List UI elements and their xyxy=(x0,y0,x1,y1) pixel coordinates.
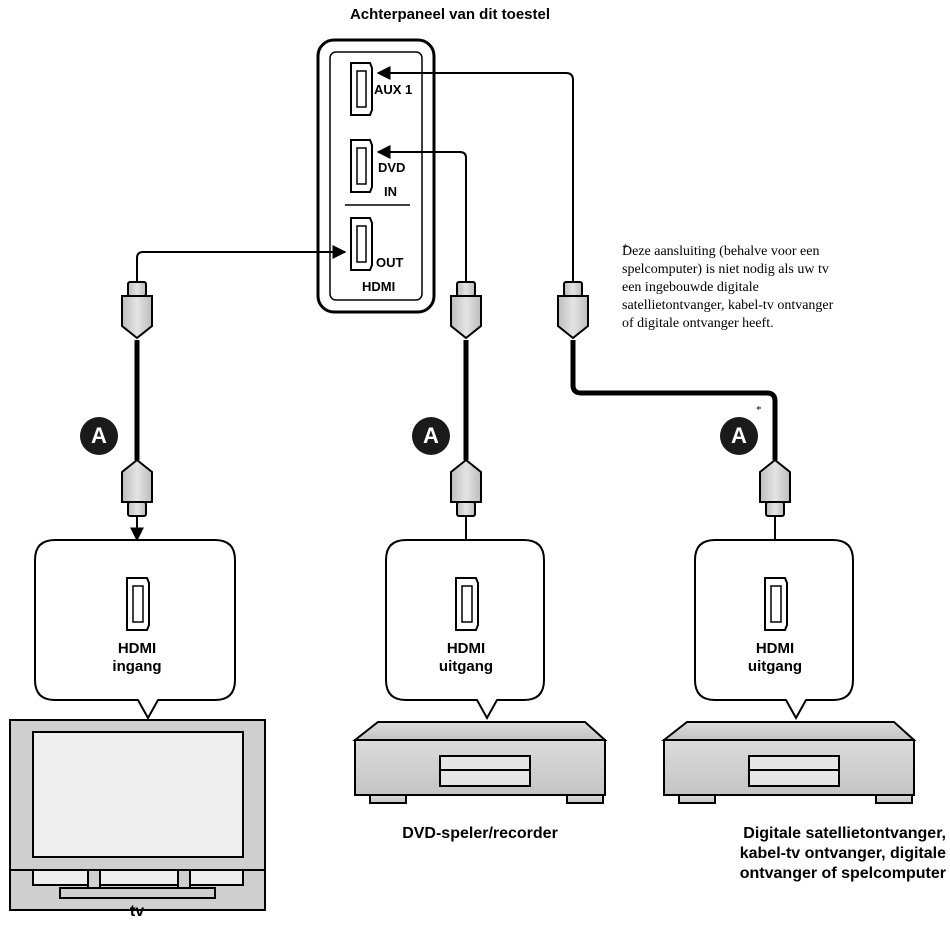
receiver-label-line: Digitale satellietontvanger, xyxy=(743,825,946,842)
jack-label-line2: ingang xyxy=(112,658,162,675)
footnote-line: Deze aansluiting (behalve voor een xyxy=(622,244,820,259)
tv-jack-label: HDMI ingang xyxy=(85,640,189,676)
footnote: * Deze aansluiting (behalve voor een spe… xyxy=(622,243,932,333)
footnote-reference-mark: * xyxy=(756,404,762,416)
dvd-recorder-device xyxy=(352,721,608,804)
jack-label-line2: uitgang xyxy=(747,658,803,675)
port-label-aux1: AUX 1 xyxy=(374,82,413,97)
receiver-label: Digitale satellietontvanger, kabel-tv on… xyxy=(676,824,946,884)
digital-receiver-device xyxy=(661,721,917,804)
rear-panel-title: Achterpaneel van dit toestel xyxy=(349,6,551,23)
port-label-out: OUT xyxy=(376,255,404,270)
dvd-recorder-label: DVD-speler/recorder xyxy=(402,825,558,842)
receiver-label-line: ontvanger of spelcomputer xyxy=(739,865,946,882)
footnote-line: spelcomputer) is niet nodig als uw tv xyxy=(622,262,829,277)
receiver-jack-label: HDMI uitgang xyxy=(723,640,827,676)
jack-label-line1: HDMI xyxy=(755,640,795,657)
panel-port-dvd-in xyxy=(350,139,373,193)
panel-port-aux1 xyxy=(350,62,373,116)
footnote-mark: * xyxy=(623,243,628,254)
tv-label: tv xyxy=(129,903,145,920)
rear-panel xyxy=(316,38,436,314)
port-label-dvd: DVD xyxy=(378,160,406,175)
footnote-line: een ingebouwde digitale xyxy=(622,280,759,295)
dvd-jack-label: HDMI uitgang xyxy=(414,640,518,676)
jack-label-line1: HDMI xyxy=(117,640,157,657)
jack-label-line1: HDMI xyxy=(446,640,486,657)
port-label-in: IN xyxy=(384,184,397,199)
hdmi-cables xyxy=(134,340,778,460)
cable-plugs xyxy=(121,281,791,517)
cable-badge-tv: A xyxy=(80,417,118,455)
jack-label-line2: uitgang xyxy=(438,658,494,675)
port-label-hdmi: HDMI xyxy=(362,279,396,294)
cable-badge-receiver: A xyxy=(720,417,758,455)
cable-badge-dvd: A xyxy=(412,417,450,455)
panel-port-out xyxy=(350,217,373,271)
footnote-line: of digitale ontvanger heeft. xyxy=(622,316,774,331)
receiver-label-line: kabel-tv ontvanger, digitale xyxy=(739,845,946,862)
footnote-line: satellietontvanger, kabel-tv ontvanger xyxy=(622,298,834,313)
device-jacks xyxy=(126,577,788,631)
